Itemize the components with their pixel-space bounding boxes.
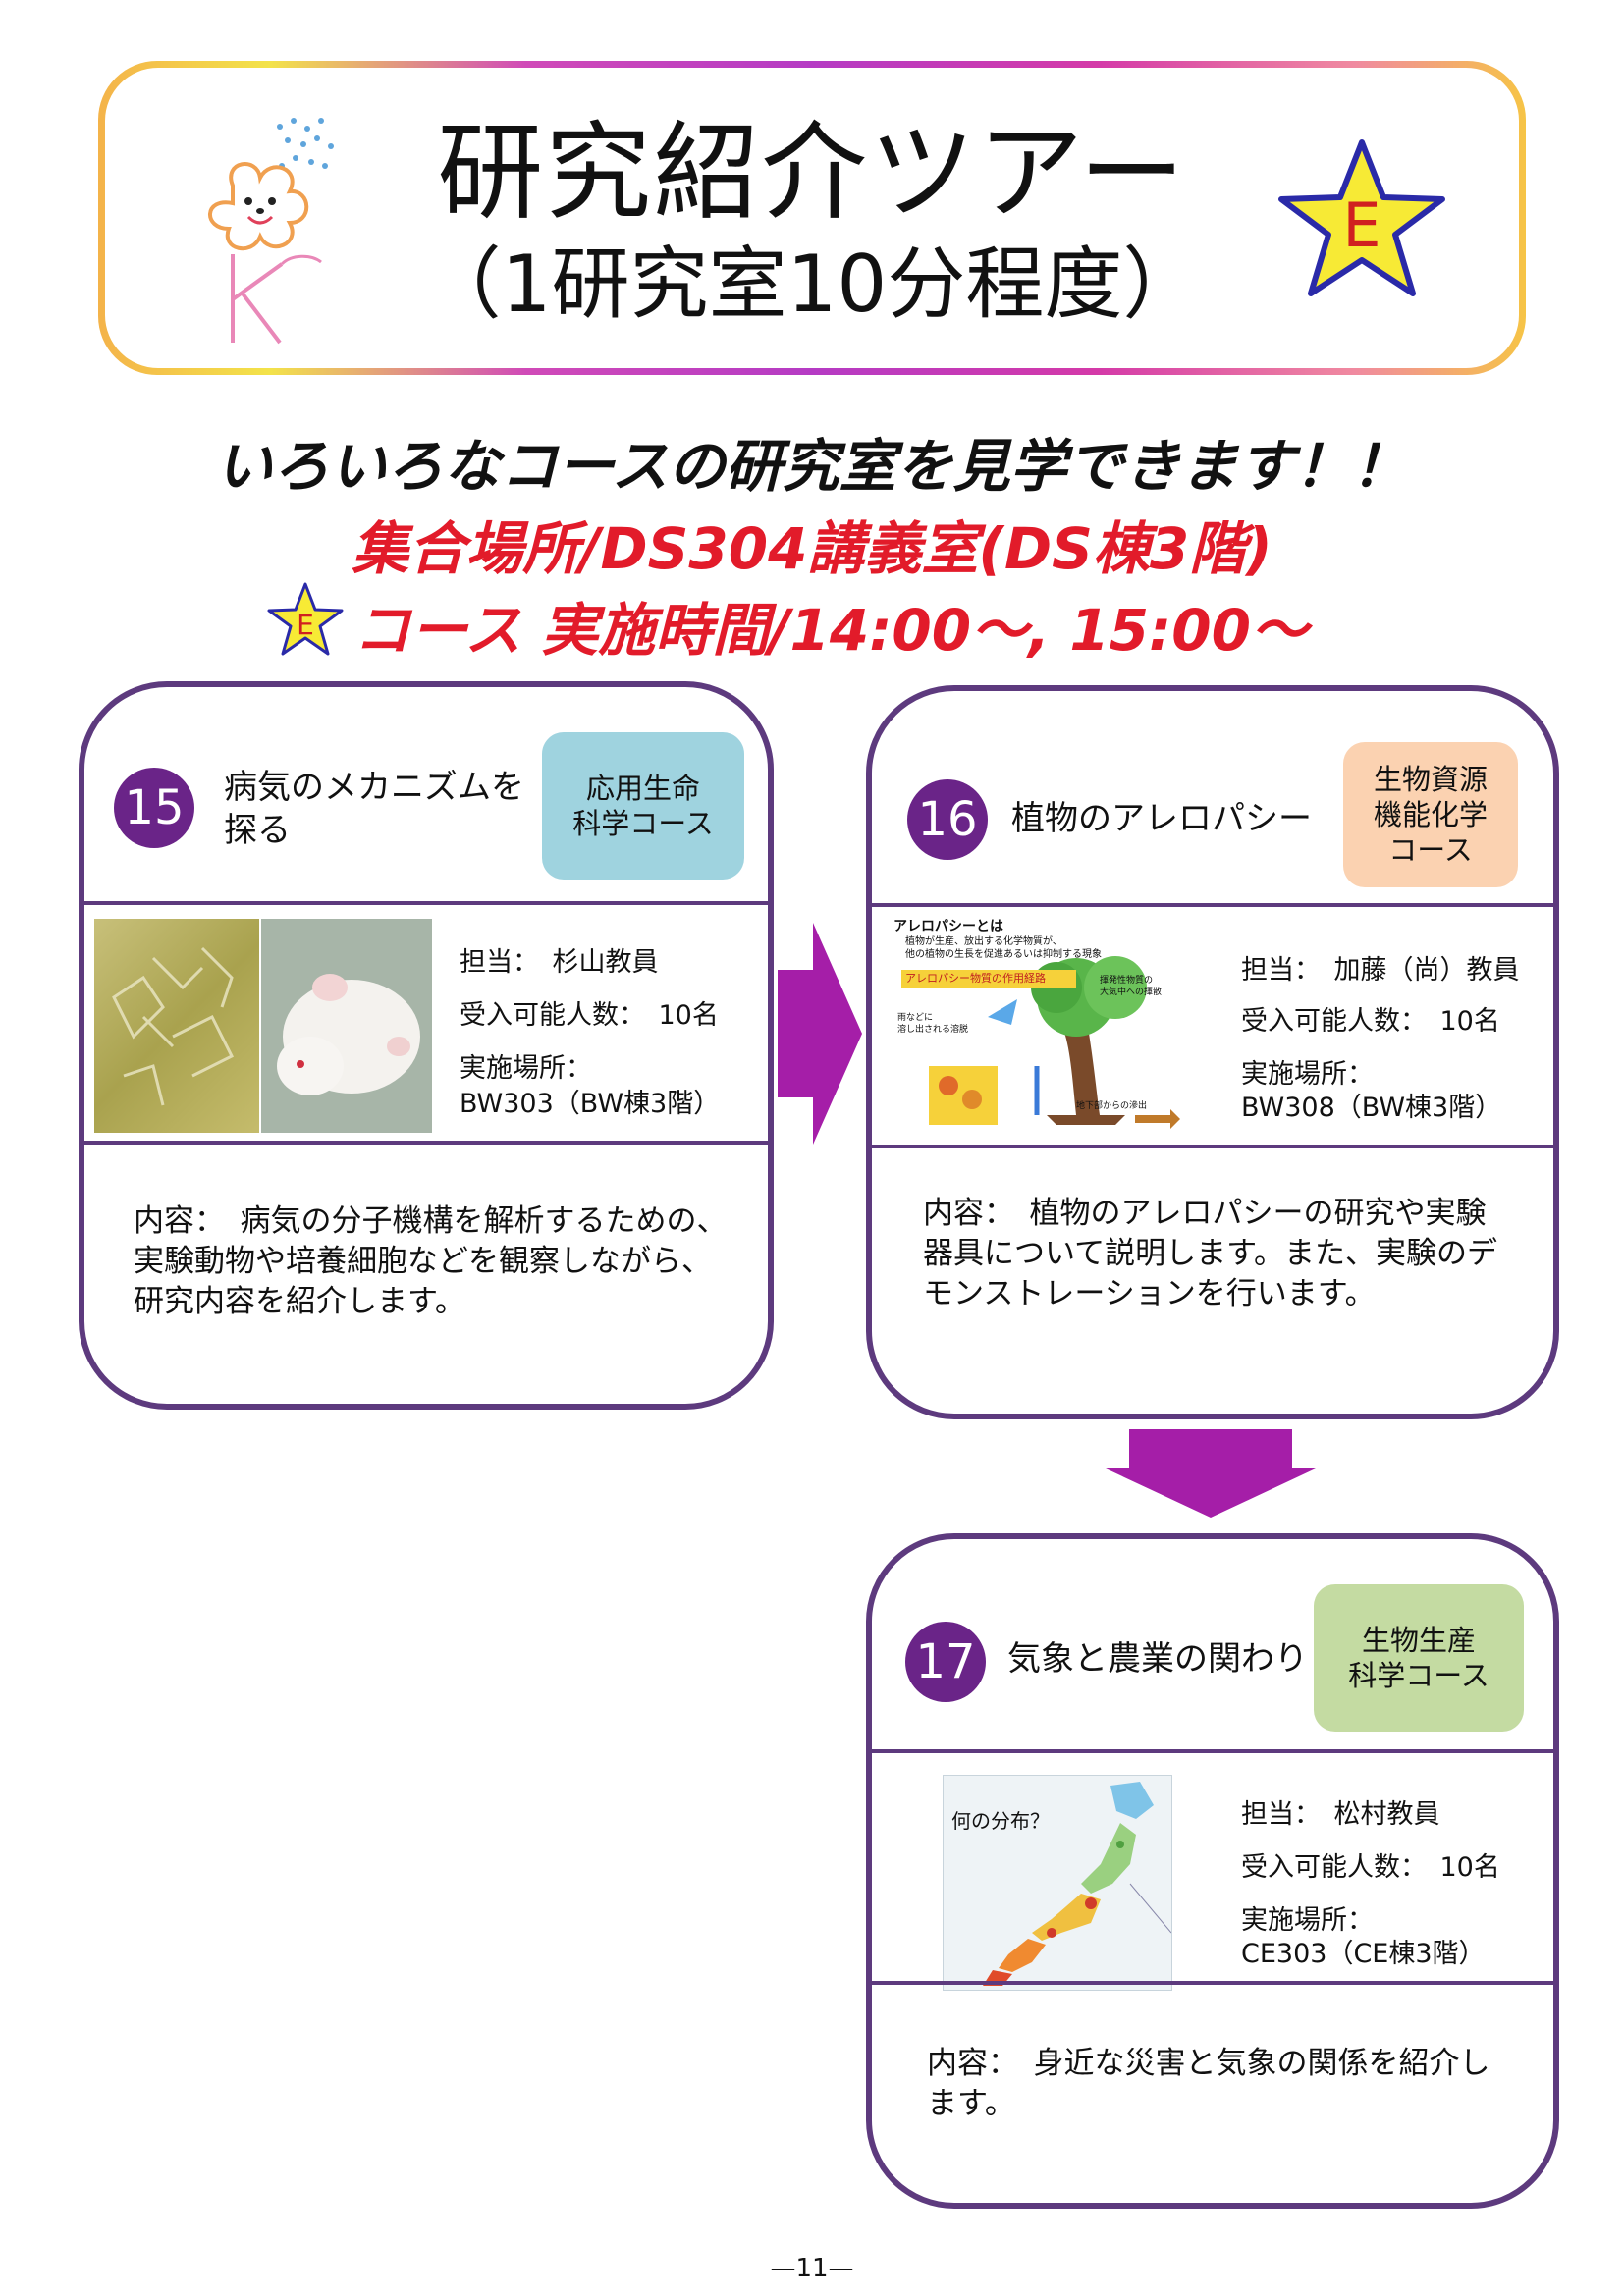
diagram-label: 地下部からの滲出 xyxy=(1076,1101,1148,1111)
mouse-image xyxy=(261,919,432,1133)
course-line: 科学コース xyxy=(572,807,714,840)
diagram-label: 溶し出される溶脱 xyxy=(897,1025,969,1035)
content-line: モンストレーションを行います。 xyxy=(923,1276,1376,1311)
teacher-text: 担当： 加藤（尚）教員 xyxy=(1241,955,1520,986)
headline-meeting-place: 集合場所/DS304講義室(DS棟3階) xyxy=(352,515,1272,582)
header-banner: 研究紹介ツアー （1研究室10分程度） E xyxy=(98,61,1526,375)
course-line: コース xyxy=(1388,833,1473,867)
divider xyxy=(872,1749,1553,1753)
allelopathy-diagram: アレロパシーとは 植物が生産、放出する化学物質が、 他の植物の生長を促進あるいは… xyxy=(890,919,1180,1137)
page-subtitle: （1研究室10分程度） xyxy=(422,239,1202,330)
diagram-text: 他の植物の生長を促進あるいは抑制する現象 xyxy=(905,949,1102,960)
card-title: 植物のアレロパシー xyxy=(1011,799,1312,838)
course-line: 生物資源 xyxy=(1373,763,1488,796)
course-line: 機能化学 xyxy=(1373,798,1488,831)
place-label: 実施場所： xyxy=(460,1053,592,1084)
card-title: 気象と農業の関わり xyxy=(1007,1639,1308,1679)
divider xyxy=(872,1981,1553,1985)
teacher-text: 担当： 杉山教員 xyxy=(460,947,659,978)
japan-map-image: 何の分布？ xyxy=(943,1775,1172,1991)
content-text: 内容： 植物のアレロパシーの研究や実験 器具について説明します。また、実験のデ … xyxy=(923,1194,1497,1314)
content-text: 内容： 身近な災害と気象の関係を紹介し ます。 xyxy=(927,2044,1490,2124)
divider xyxy=(84,1141,768,1145)
course-line: 科学コース xyxy=(1348,1659,1489,1692)
content-line: 内容： 植物のアレロパシーの研究や実験 xyxy=(923,1196,1487,1231)
cell-culture-image xyxy=(94,919,259,1133)
star-letter: E xyxy=(1342,189,1380,261)
arrow-right-icon xyxy=(778,923,862,1145)
divider xyxy=(84,901,768,905)
place-text: BW303（BW棟3階） xyxy=(460,1089,721,1119)
place-text: CE303（CE棟3階） xyxy=(1241,1939,1486,1969)
diagram-text: 植物が生産、放出する化学物質が、 xyxy=(905,936,1062,947)
place-label: 実施場所： xyxy=(1241,1059,1374,1090)
star-e-icon: E xyxy=(1278,139,1445,296)
place-label: 実施場所： xyxy=(1241,1905,1374,1936)
diagram-label: 大気中への揮散 xyxy=(1100,988,1163,997)
small-star-letter: E xyxy=(297,609,314,641)
card-title: 病気のメカニズムを 探る xyxy=(224,766,558,852)
capacity-text: 受入可能人数： 10名 xyxy=(1241,1006,1500,1037)
content-line: 内容： 身近な災害と気象の関係を紹介し xyxy=(927,2046,1490,2081)
course-badge: 生物資源 機能化学 コース xyxy=(1343,742,1518,887)
course-badge: 生物生産 科学コース xyxy=(1314,1584,1524,1732)
arrow-down-icon xyxy=(1106,1429,1316,1518)
divider xyxy=(872,903,1553,907)
content-text: 内容： 病気の分子機構を解析するための、 実験動物や培養細胞などを観察しながら、… xyxy=(134,1201,728,1322)
course-line: 応用生命 xyxy=(585,772,700,805)
header-inner: 研究紹介ツアー （1研究室10分程度） E xyxy=(105,68,1519,368)
diagram-label: 雨などに xyxy=(897,1013,934,1023)
content-line: ます。 xyxy=(927,2086,1015,2121)
course-badge: 応用生命 科学コース xyxy=(542,732,744,880)
teacher-text: 担当： 松村教員 xyxy=(1241,1799,1440,1830)
flower-logo-icon xyxy=(208,118,334,345)
content-line: 内容： 病気の分子機構を解析するための、 xyxy=(134,1203,728,1239)
capacity-text: 受入可能人数： 10名 xyxy=(460,1000,719,1031)
content-line: 器具について説明します。また、実験のデ xyxy=(923,1236,1497,1271)
small-star-e-icon: E xyxy=(267,582,344,656)
card-number: 17 xyxy=(905,1622,986,1702)
content-line: 実験動物や培養細胞などを観察しながら、 xyxy=(134,1244,712,1279)
page-title: 研究紹介ツアー xyxy=(437,112,1187,235)
card-number: 15 xyxy=(114,768,194,848)
lab-card-17: 17 気象と農業の関わり 生物生産 科学コース 何の分布？ 担当： 松村教員 受… xyxy=(866,1533,1559,2209)
headline-visit: いろいろなコースの研究室を見学できます！！ xyxy=(215,433,1409,500)
card-number: 16 xyxy=(907,779,988,860)
capacity-text: 受入可能人数： 10名 xyxy=(1241,1852,1500,1883)
card-title-line: 探る xyxy=(224,811,291,850)
content-line: 研究内容を紹介します。 xyxy=(134,1284,465,1319)
headline-time: コース 実施時間/14:00～, 15:00～ xyxy=(353,597,1308,664)
course-line: 生物生産 xyxy=(1361,1624,1476,1657)
lab-card-16: 16 植物のアレロパシー 生物資源 機能化学 コース アレロパシーとは 植物が生… xyxy=(866,685,1559,1419)
lab-card-15: 15 病気のメカニズムを 探る 応用生命 科学コース 担当： 杉山教員 受入可能… xyxy=(79,681,774,1410)
map-question: 何の分布？ xyxy=(951,1809,1050,1833)
page-number: —11— xyxy=(770,2254,854,2283)
diagram-band: アレロパシー物質の作用経路 xyxy=(901,970,1076,988)
divider xyxy=(872,1145,1553,1148)
place-text: BW308（BW棟3階） xyxy=(1241,1093,1502,1123)
diagram-label: 揮発性物質の xyxy=(1100,976,1154,986)
card-title-line: 病気のメカニズムを xyxy=(224,768,524,807)
diagram-title: アレロパシーとは xyxy=(893,919,1003,934)
